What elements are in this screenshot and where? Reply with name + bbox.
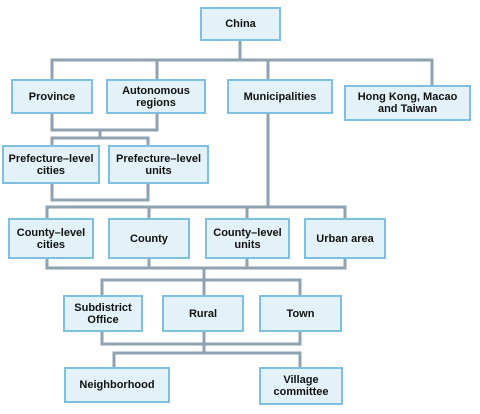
node-municipalities: Municipalities xyxy=(227,79,333,114)
node-town: Town xyxy=(259,295,342,332)
node-autonomous-regions: Autonomous regions xyxy=(106,79,206,114)
node-county: County xyxy=(108,218,190,259)
node-neighborhood: Neighborhood xyxy=(64,367,170,403)
node-province: Province xyxy=(11,79,93,114)
node-county-level-units: County–level units xyxy=(205,218,290,259)
node-subdistrict-office: Subdistrict Office xyxy=(63,295,143,332)
node-village-committee: Village committee xyxy=(259,367,343,405)
node-china: China xyxy=(200,7,281,41)
node-urban-area: Urban area xyxy=(304,218,386,259)
node-county-level-cities: County–level cities xyxy=(8,218,94,259)
node-rural: Rural xyxy=(162,295,244,332)
node-prefecture-level-units: Prefecture–level units xyxy=(108,145,209,184)
node-prefecture-level-cities: Prefecture–level cities xyxy=(2,145,100,184)
node-hong-kong-macao-taiwan: Hong Kong, Macao and Taiwan xyxy=(344,85,471,121)
